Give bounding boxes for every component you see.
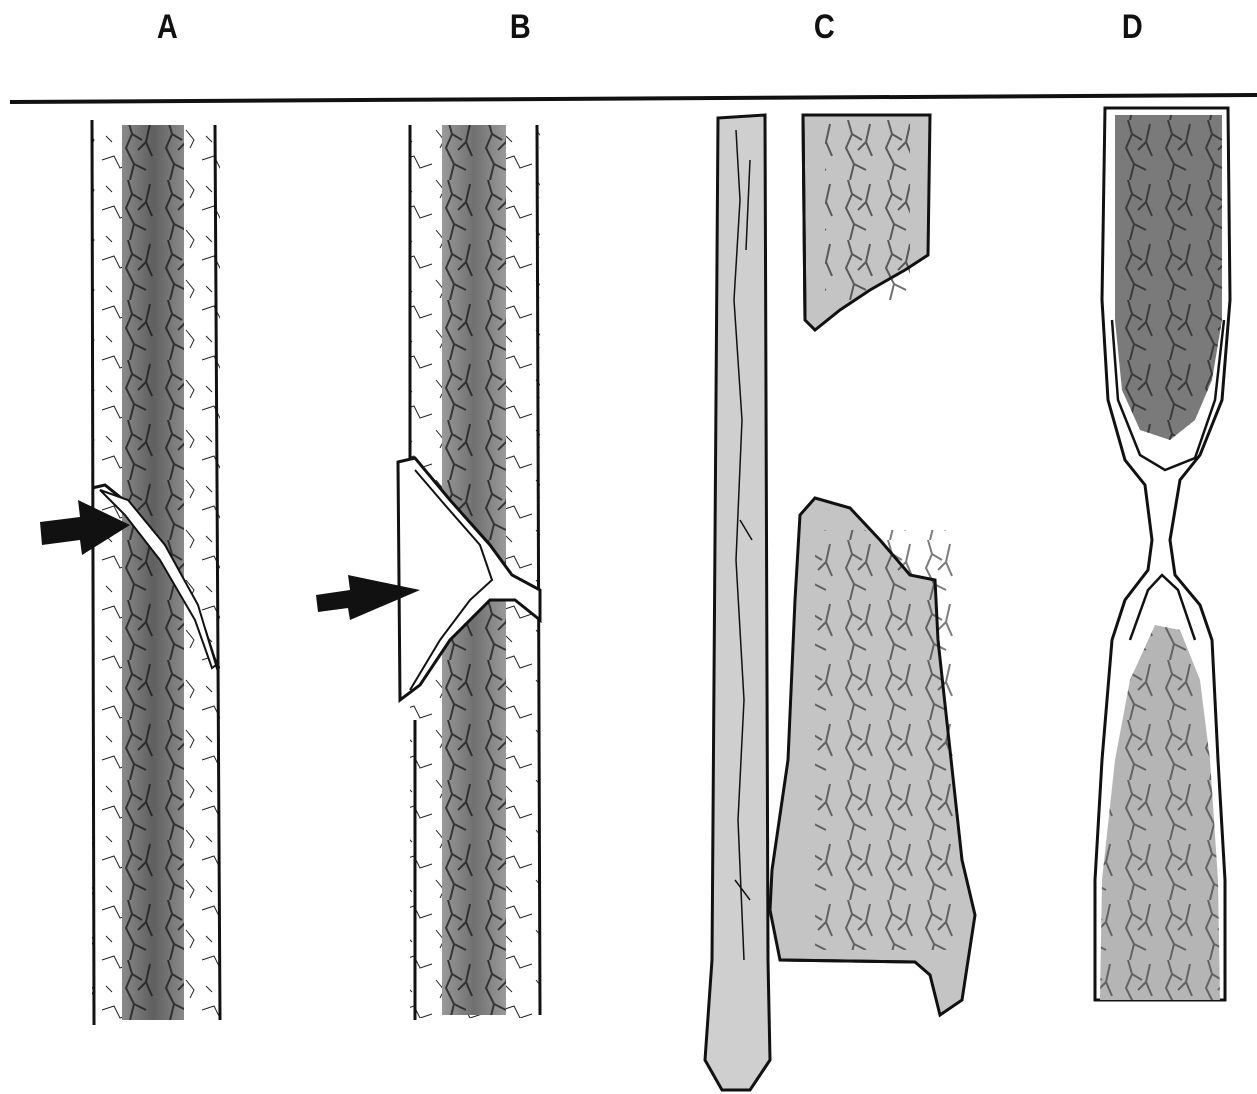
- panel-c-fibula: [705, 115, 770, 1090]
- panel-label-b: B: [510, 8, 531, 47]
- panel-label-c: C: [814, 8, 835, 47]
- panel-label-a: A: [157, 8, 178, 47]
- header-divider: [10, 95, 1257, 102]
- panel-label-d: D: [1122, 8, 1143, 47]
- panel-a-bone: [92, 120, 220, 1025]
- panel-d-bone: [1095, 108, 1230, 1000]
- panel-b-bone: [398, 125, 540, 1020]
- panel-c-upper-fragment: [803, 115, 930, 330]
- panel-c-lower-fragment: [770, 498, 975, 1015]
